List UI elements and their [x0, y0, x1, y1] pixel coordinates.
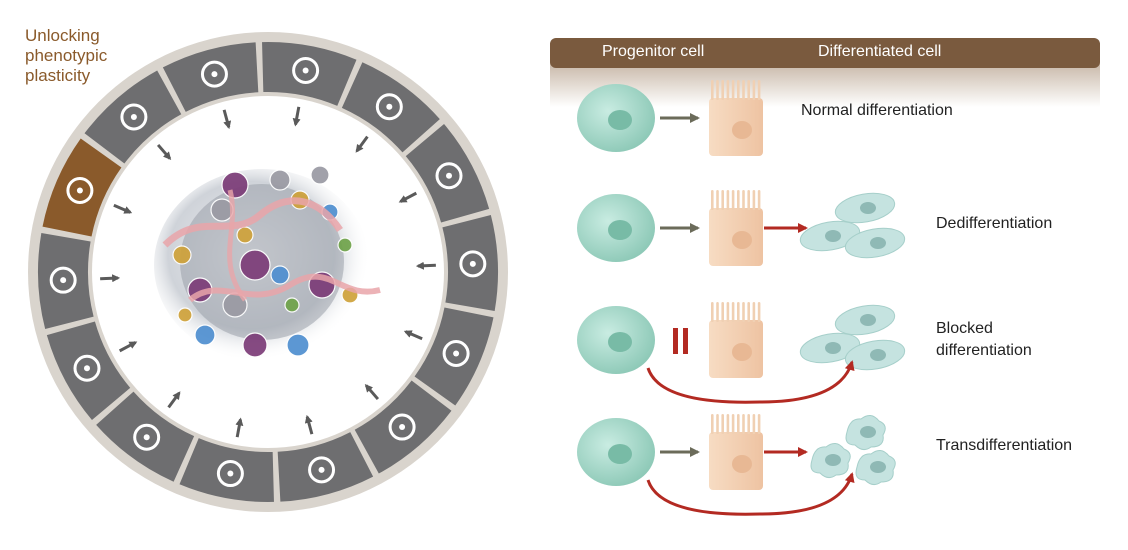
- nucleus: [608, 444, 632, 464]
- tumor-cell: [270, 265, 290, 285]
- inward-arrow: [355, 135, 369, 153]
- unlocking-label: Unlocking phenotypic plasticity: [25, 26, 165, 86]
- columnar-cell: [709, 80, 763, 156]
- infinity-icon: [435, 162, 463, 190]
- tumor-cell: [337, 237, 353, 253]
- inward-arrow: [304, 414, 314, 435]
- header-differentiated: Differentiated cell: [818, 43, 942, 60]
- label-line: Unlocking: [25, 26, 100, 45]
- inward-arrow: [292, 106, 301, 127]
- tumor-cell: [194, 324, 216, 346]
- row-label-line: Blocked: [936, 320, 993, 337]
- row-label-line: Normal differentiation: [801, 102, 953, 119]
- ring-segment: [42, 138, 122, 237]
- row-label-line: Transdifferentiation: [936, 437, 1073, 454]
- inward-arrow: [222, 109, 232, 130]
- tumor-cell: [236, 226, 254, 244]
- row-label-dediff: Dedifferentiation: [936, 213, 1052, 235]
- diff-row: [577, 190, 906, 266]
- bypass-arrow: [646, 360, 855, 404]
- columnar-cell: [709, 302, 763, 378]
- nucleus: [608, 110, 632, 130]
- tumor-cell: [269, 169, 291, 191]
- diff-row: [577, 302, 906, 404]
- differentiation-panel: [550, 38, 1100, 516]
- inward-arrow: [113, 203, 133, 214]
- label-line: plasticity: [25, 66, 91, 85]
- inward-arrow: [235, 417, 244, 438]
- ring-segment: [262, 42, 357, 106]
- flame-icon: [459, 250, 487, 278]
- tumor-cell: [286, 333, 310, 357]
- vessel-branch-icon: [308, 456, 336, 484]
- inward-arrow: [364, 383, 380, 401]
- columnar-cell: [709, 414, 763, 490]
- tumor-cell: [177, 307, 193, 323]
- inward-arrow: [403, 330, 423, 341]
- row-label-transdiff: Transdifferentiation: [936, 435, 1072, 457]
- inward-arrow: [100, 274, 121, 283]
- tumor-cell: [284, 297, 300, 313]
- row-label-line: Dedifferentiation: [936, 215, 1053, 232]
- no-entry-icon: [200, 60, 228, 88]
- tumor-cell: [172, 245, 192, 265]
- tumor-cell: [242, 332, 268, 358]
- header-bar: [550, 38, 1100, 68]
- inward-arrow: [167, 391, 181, 409]
- block-bar: [683, 328, 688, 354]
- inward-arrow: [398, 191, 418, 203]
- leaf-icon: [216, 460, 244, 488]
- atom-icon: [49, 266, 77, 294]
- ring-segment: [414, 307, 494, 406]
- ring-segment: [179, 438, 274, 502]
- turn-arrow-icon: [120, 103, 148, 131]
- tumor-cell: [310, 165, 330, 185]
- inward-arrow: [415, 261, 436, 270]
- nucleus: [608, 332, 632, 352]
- label-line: phenotypic: [25, 46, 108, 65]
- cell-cycle-icon: [292, 56, 320, 84]
- inward-arrow: [156, 143, 172, 161]
- row-label-line: differentiation: [936, 342, 1032, 359]
- ring-segment: [277, 432, 374, 502]
- diff-row: [577, 414, 896, 516]
- row-label-normal: Normal differentiation: [801, 100, 953, 122]
- header-progenitor: Progenitor cell: [602, 43, 705, 60]
- dna-icon: [133, 423, 161, 451]
- block-bar: [673, 328, 678, 354]
- key-icon: [66, 176, 94, 204]
- columnar-cell: [709, 190, 763, 266]
- tumor-mass: [154, 165, 381, 361]
- inward-arrow: [118, 341, 138, 353]
- tumor-cell: [221, 171, 249, 199]
- row-label-blocked: Blocked differentiation: [936, 318, 1032, 362]
- dying-cell-icon: [375, 93, 403, 121]
- bacteria-icon: [442, 340, 470, 368]
- nucleus: [608, 220, 632, 240]
- diff-row: [577, 80, 763, 156]
- tumor-cell: [239, 249, 271, 281]
- dagger-icon: [73, 354, 101, 382]
- neuron-icon: [388, 413, 416, 441]
- ring-segment: [162, 42, 259, 112]
- bypass-arrow: [646, 472, 855, 516]
- hallmarks-ring-diagram: [28, 32, 508, 512]
